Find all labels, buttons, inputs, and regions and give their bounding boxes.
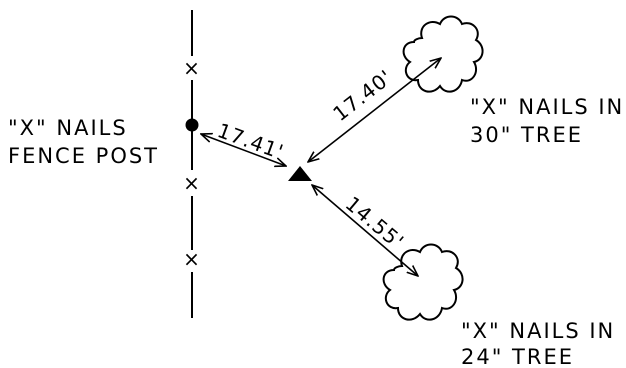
distance-label-tree24: 14.55' [341,191,409,254]
tree30-label: "X" NAILS IN 30" TREE [470,95,624,147]
control-point-triangle-icon [288,166,312,181]
tree24-label-line1: "X" NAILS IN [461,319,615,343]
fence-post-label-line2: FENCE POST [8,144,159,168]
fence-post-label-line1: "X" NAILS [8,116,128,140]
fence-post-label: "X" NAILS FENCE POST [8,116,159,168]
fence-markers: × × × [183,56,201,271]
tree24-label-line2: 24" TREE [461,345,574,368]
tree30-label-line1: "X" NAILS IN [470,95,624,119]
fence-marker: × [183,171,201,195]
dimension-line-tree30 [308,58,441,162]
tree30-label-line2: 30" TREE [470,123,583,147]
dimension-line-fence-post [201,134,286,166]
tree24-canopy-icon [382,243,464,321]
fence-marker: × [183,247,201,271]
fence-post-dot-icon [185,118,199,132]
tree24-label: "X" NAILS IN 24" TREE [461,319,615,368]
distance-label-fence-post: 17.41' [214,118,287,164]
tree30-canopy-icon [402,15,484,93]
distance-label-tree30: 17.40' [328,65,397,126]
fence-marker: × [183,56,201,80]
